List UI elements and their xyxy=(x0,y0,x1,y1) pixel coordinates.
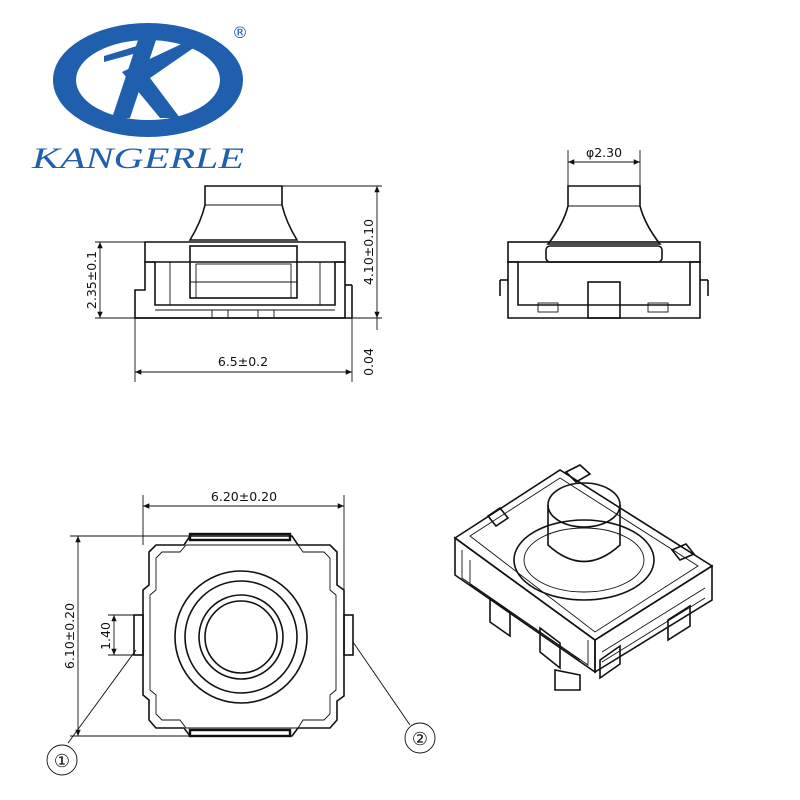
dim-terminal-width: 1.40 xyxy=(98,622,113,650)
registered-mark: ® xyxy=(232,23,248,42)
dim-standoff: 0.04 xyxy=(361,348,376,376)
front-dimensions: 2.35±0.1 4.10±0.10 6.5±0.2 0.04 xyxy=(84,185,382,382)
dim-total-height: 4.10±0.10 xyxy=(361,219,376,285)
top-dimensions: 6.20±0.20 6.10±0.20 1.40 ① ② xyxy=(46,489,436,776)
callout-terminal-2: ② xyxy=(412,729,428,750)
brand-logo xyxy=(53,23,243,137)
dim-top-height: 6.10±0.20 xyxy=(62,603,77,669)
side-dimensions: φ2.30 xyxy=(567,145,641,186)
front-view xyxy=(134,185,353,319)
dim-stem-diameter: φ2.30 xyxy=(586,145,622,160)
dim-front-width: 6.5±0.2 xyxy=(218,354,268,369)
isometric-view xyxy=(453,464,714,691)
callout-terminal-1: ① xyxy=(54,751,70,772)
side-view xyxy=(499,185,709,319)
brand-name: KANGERLE xyxy=(31,142,244,175)
dim-top-width: 6.20±0.20 xyxy=(211,489,277,504)
dim-body-height: 2.35±0.1 xyxy=(84,251,99,309)
top-view xyxy=(133,532,354,738)
